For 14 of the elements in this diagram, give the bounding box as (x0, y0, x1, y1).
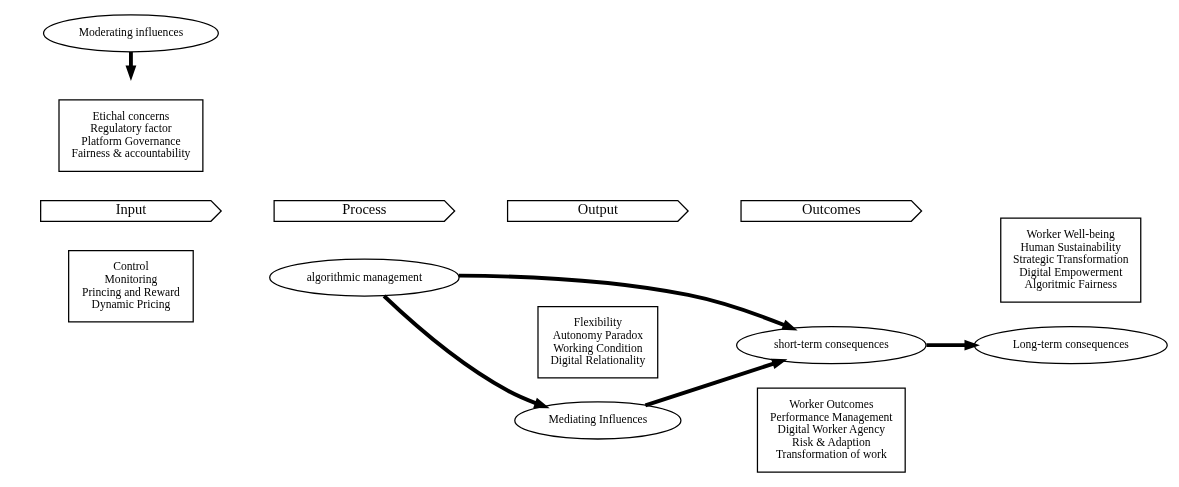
node-ellipse: Long-term consequences (973, 326, 1168, 365)
arrow (644, 358, 788, 408)
node-box: Etichal concerns Regulatory factor Platform Governance Fairness & accountability (58, 99, 204, 172)
node-ellipse: algorithmic management (269, 258, 460, 297)
arrow (458, 273, 798, 331)
arrow (382, 294, 550, 409)
node-ellipse: Moderating influences (42, 14, 219, 53)
arrow (926, 339, 980, 351)
node-box: Flexibility Autonomy Paradox Working Condition Digital Relationality (537, 305, 659, 379)
node-ellipse: short-term consequences (736, 326, 927, 365)
node-ellipse: Mediating Influences (514, 401, 682, 440)
node-box: Worker Well-being Human Sustainability Strategic Transformation Digital Empowerment Algoritmic Fairness (1000, 217, 1142, 303)
node-box: Worker Outcomes Performance Management Digital Worker Agency Risk & Adaption Transformation of work (756, 387, 906, 473)
node-box: Control Monitoring Princing and Reward Dynamic Pricing (68, 249, 194, 323)
